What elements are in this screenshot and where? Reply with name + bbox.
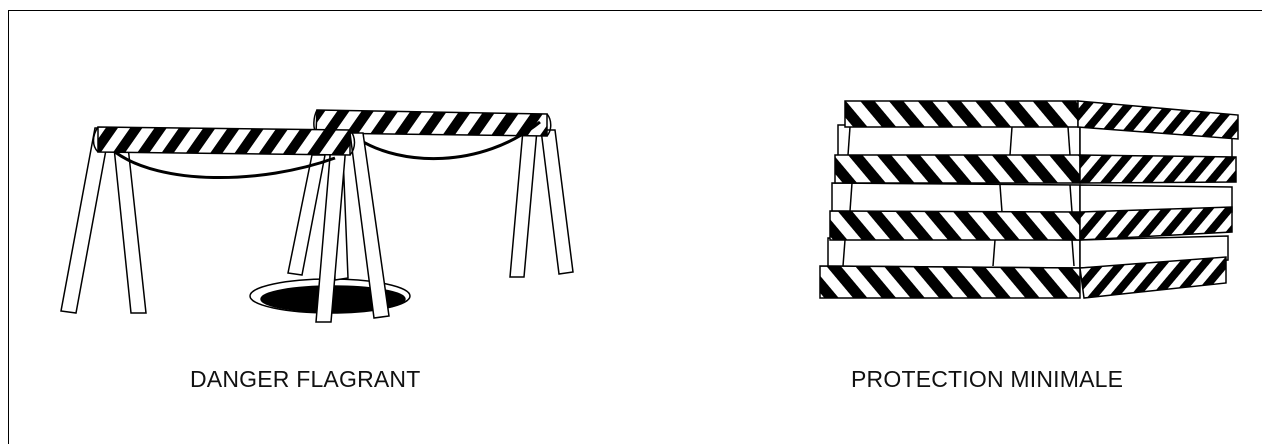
front-barricade-rail [98,127,350,155]
barricade-over-manhole-drawing [61,110,573,322]
caption-danger-flagrant: DANGER FLAGRANT [190,366,420,393]
caption-protection-minimale: PROTECTION MINIMALE [851,366,1123,393]
stacked-planks-drawing [820,101,1238,298]
